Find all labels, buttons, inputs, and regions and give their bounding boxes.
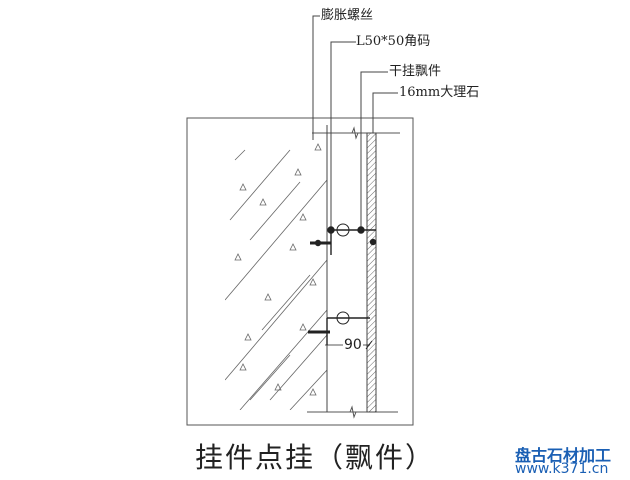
watermark-brand: 盘古石材加工: [515, 446, 612, 465]
label-marble: 16mm大理石: [399, 85, 480, 100]
watermark-url: www.k371.cn: [515, 461, 609, 477]
label-angle-bracket: L50*50角码: [356, 34, 431, 49]
dimension-90: 90: [343, 337, 363, 353]
upper-bracket: [310, 223, 377, 255]
lower-bracket: [308, 311, 373, 350]
diagram-title: 挂件点挂（飘件）: [195, 441, 436, 474]
label-expansion-bolt: 膨胀螺丝: [321, 8, 374, 23]
frame-border: [186, 117, 414, 426]
label-dry-hang-fitting: 干挂飘件: [389, 64, 442, 79]
concrete-wall: [225, 149, 327, 410]
marble-panel: [366, 132, 377, 413]
